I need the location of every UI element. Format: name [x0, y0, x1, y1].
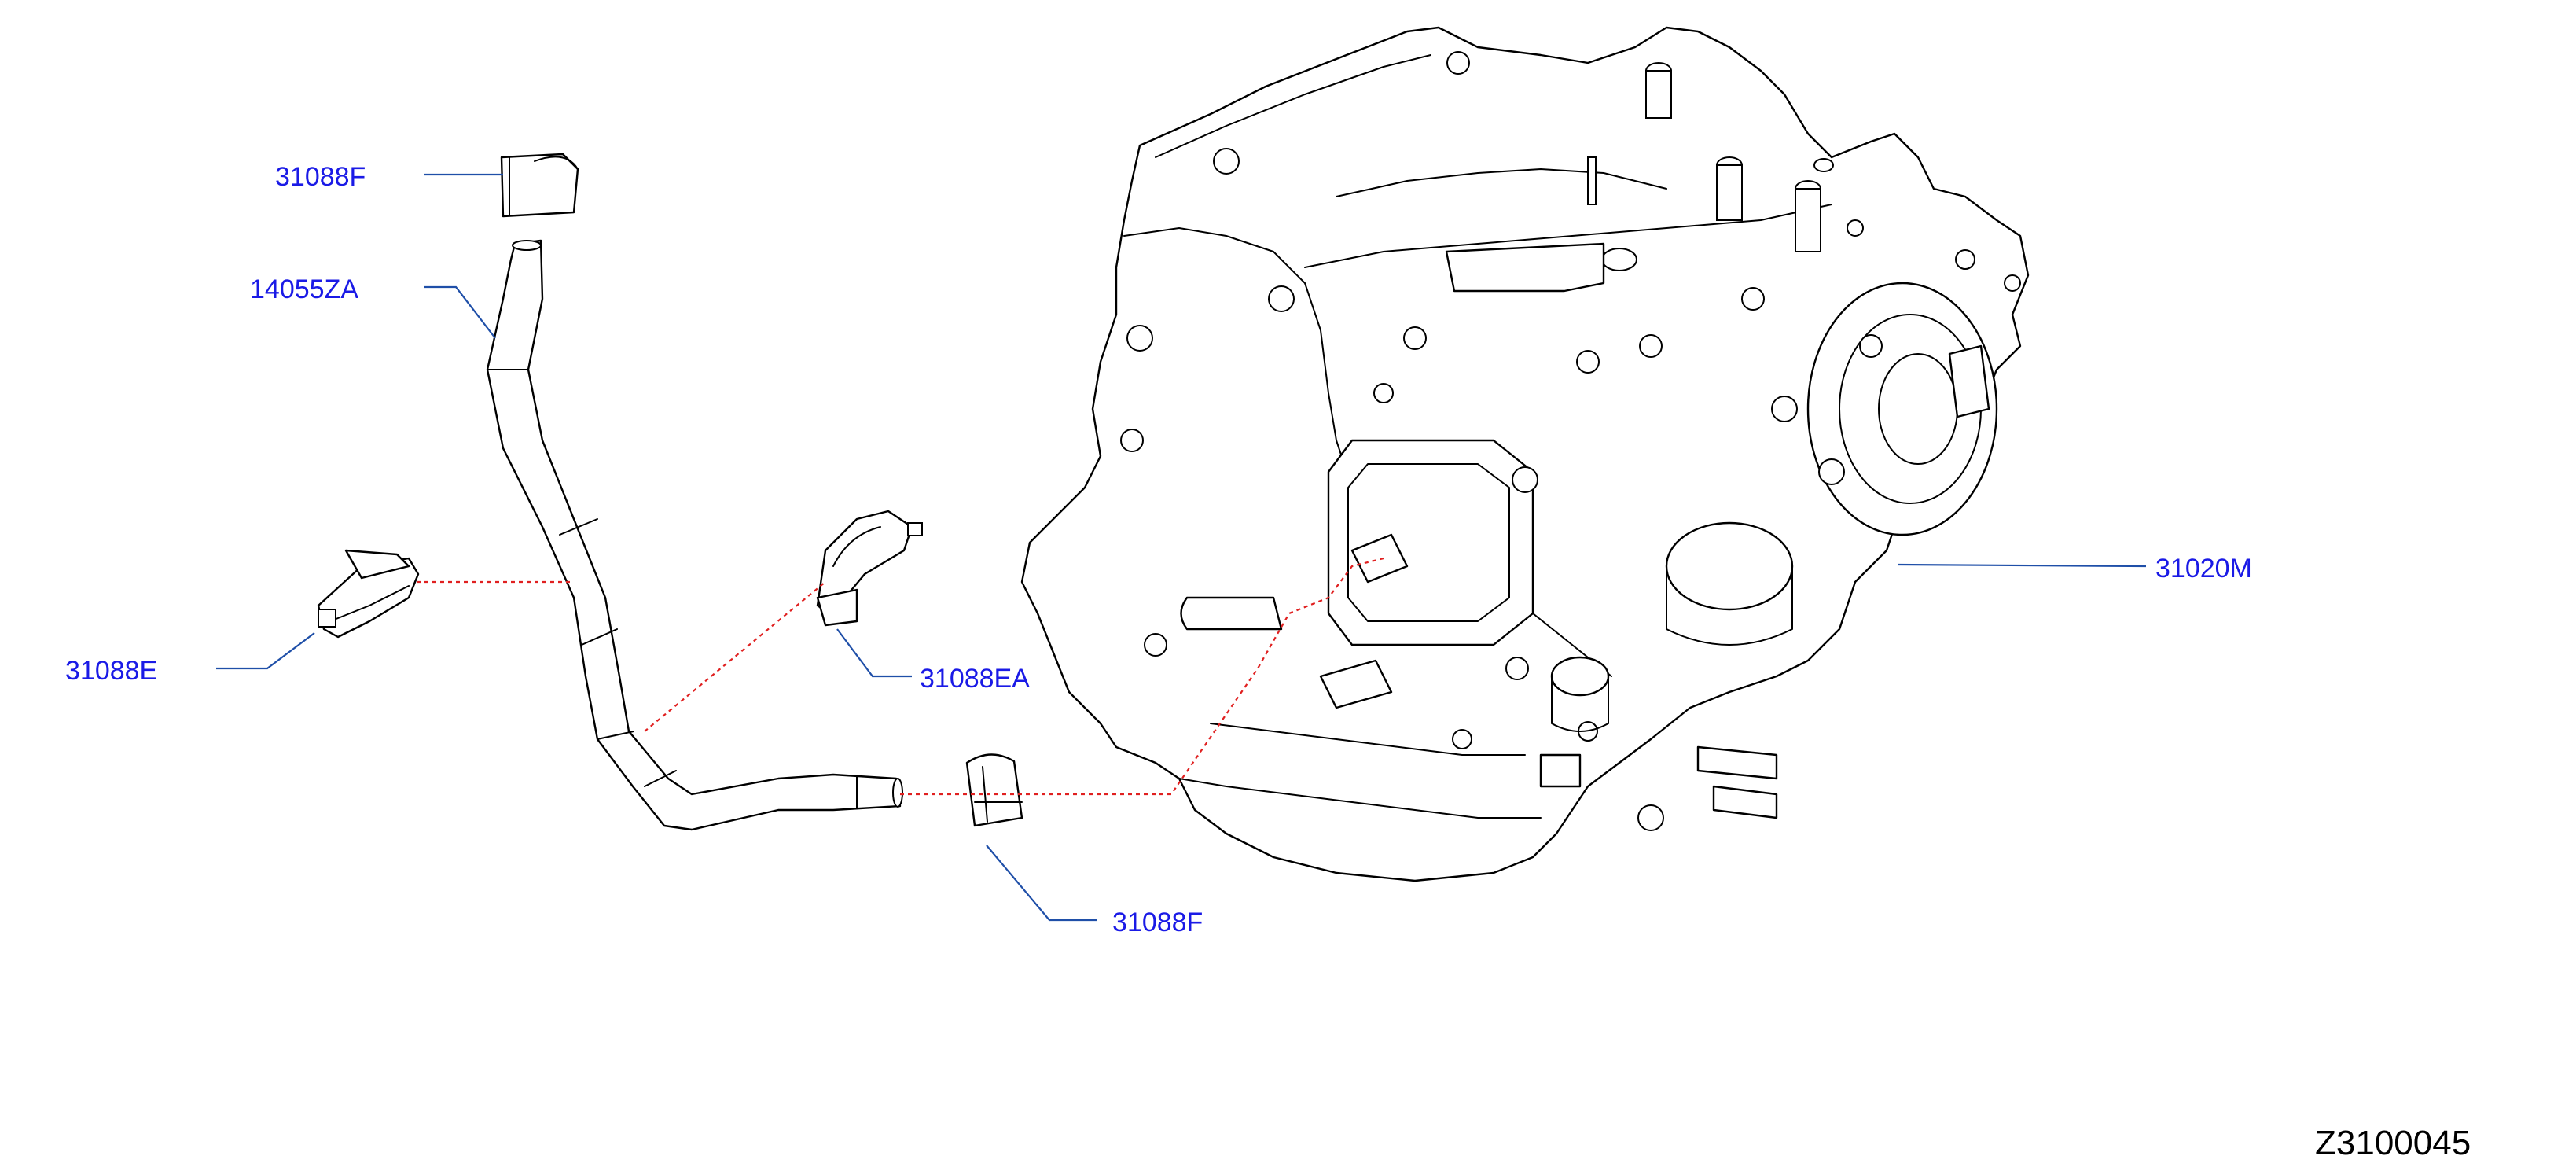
part-label-hose: 14055ZA	[250, 274, 358, 304]
bolt-holes	[1120, 51, 2021, 831]
hose	[486, 239, 903, 831]
part-label-clip-bottom: 31088F	[1112, 907, 1203, 937]
part-label-transaxle: 31020M	[2155, 554, 2252, 584]
diagram-id: Z3100045	[2315, 1124, 2471, 1162]
connector-lines	[417, 557, 1384, 796]
part-label-clip-top: 31088F	[275, 162, 366, 192]
clip-31088f-top	[500, 153, 579, 218]
part-label-clip-mid: 31088EA	[920, 664, 1030, 694]
part-label-clip-left: 31088E	[65, 656, 157, 686]
clip-31088ea	[816, 510, 923, 627]
clip-31088f-bottom	[965, 753, 1023, 827]
transaxle-assembly	[1020, 26, 2030, 882]
part-labels: 31088F 14055ZA 31088E 31088EA 31088F 310…	[65, 162, 2252, 937]
leader-lines	[216, 173, 2147, 922]
clip-31088e	[317, 549, 420, 639]
